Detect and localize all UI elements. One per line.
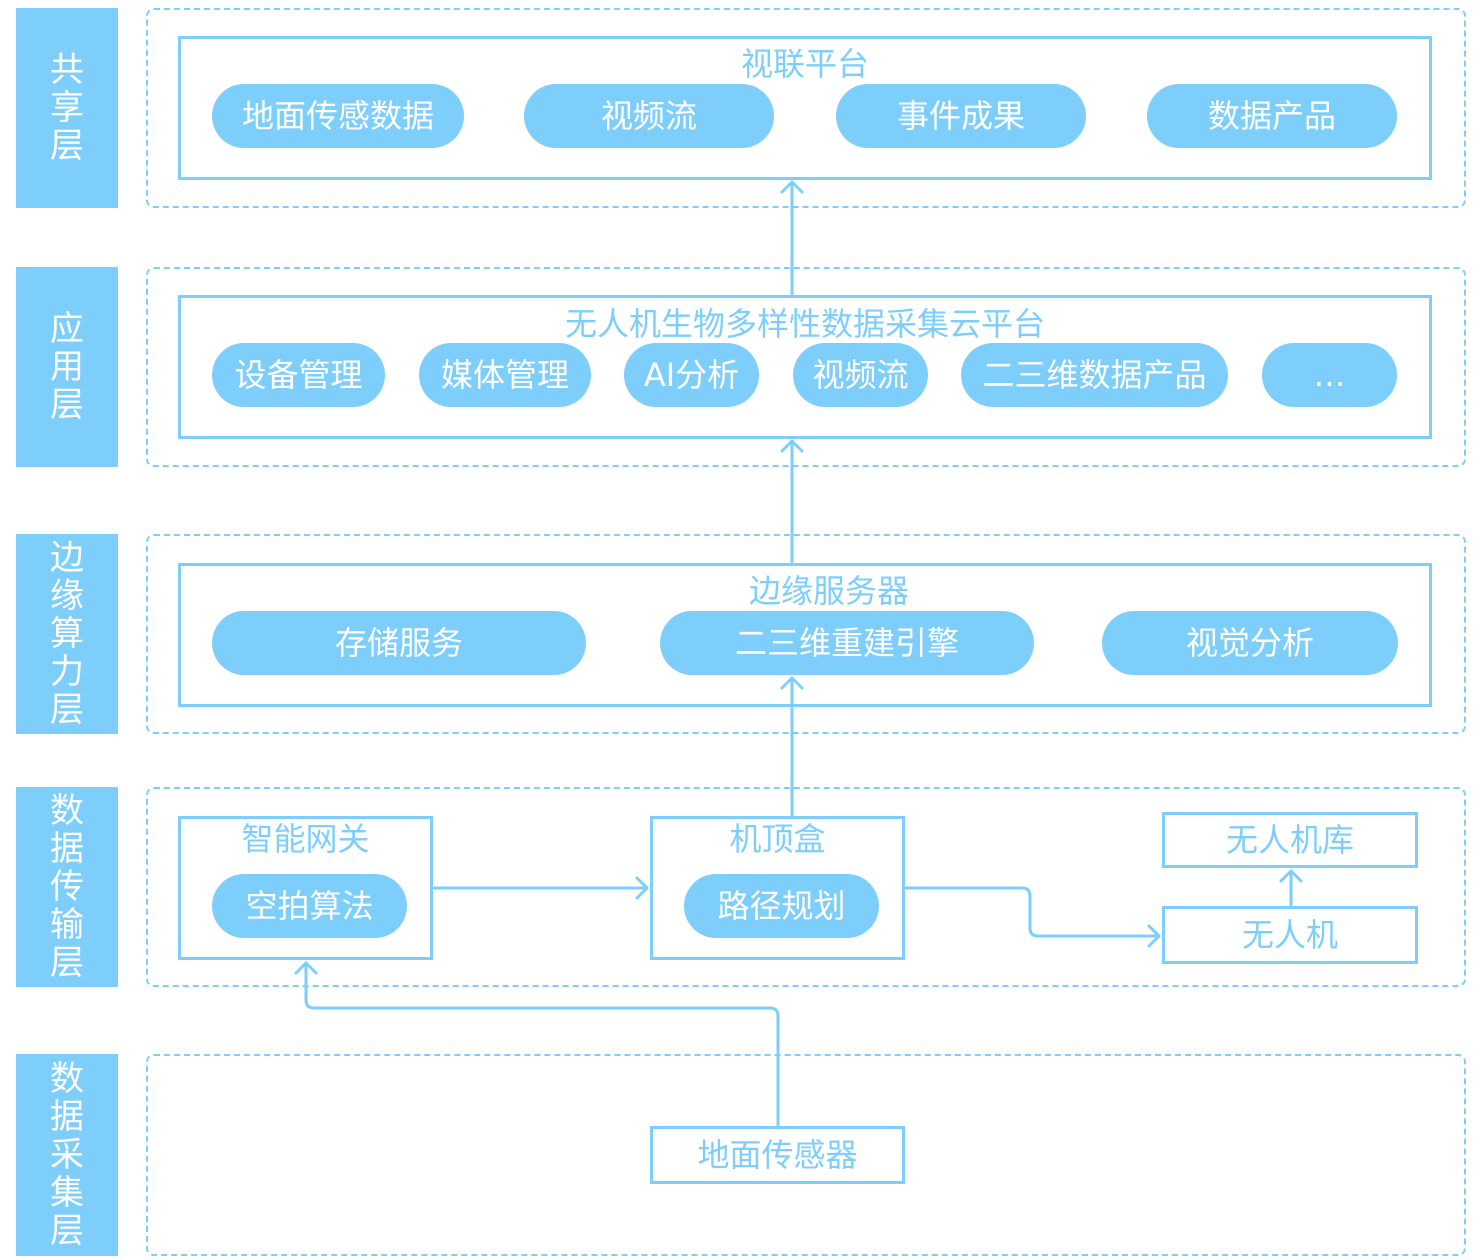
arrowhead-edge-to-app [780,439,804,453]
app-item-2d3d-products: 二三维数据产品 [961,343,1228,407]
share-item-event-results: 事件成果 [836,84,1086,148]
app-platform-title-text: 无人机生物多样性数据采集云平台 [564,305,1045,343]
app-item-video-stream: 视频流 [793,343,928,407]
arrow-stb-to-drone [904,886,1161,938]
stb-title: 机顶盒 [729,820,826,858]
edge-item-reconstruction-engine: 二三维重建引擎 [660,611,1034,675]
app-item-media-management: 媒体管理 [419,343,591,407]
arrowhead-stb-to-edge [780,676,804,690]
arrowhead-drone-to-hangar [1279,869,1303,883]
arrowhead-gateway-to-stb [635,876,649,900]
arrow-sensor-to-gateway [304,961,780,1127]
stb-item-path-planning: 路径规划 [684,874,879,938]
ground-sensor-label: 地面传感器 [697,1136,858,1174]
layer-label-transmission: 数据传输层 [16,787,118,987]
layer-container-collection [146,1054,1466,1256]
drone-box: 无人机 [1162,906,1418,964]
layer-container-transmission [146,787,1466,987]
edge-server-title: 边缘服务器 [748,572,909,610]
app-item-ai-analysis: AI分析 [624,343,759,407]
layer-label-application: 应用层 [16,267,118,467]
app-item-more: … [1262,343,1397,407]
app-platform-title: 无人机生物多样性数据采集云平台 [178,306,1432,342]
app-item-device-management: 设备管理 [212,343,385,407]
share-platform-title: 视联平台 [740,45,869,83]
arrowhead-sensor-to-gateway [294,961,318,975]
layer-label-collection: 数据采集层 [16,1054,118,1256]
gateway-title: 智能网关 [241,820,370,858]
ground-sensor-box: 地面传感器 [650,1126,905,1184]
layer-label-share: 共享层 [16,8,118,208]
layer-label-edge: 边缘算力层 [16,534,118,734]
drone-hangar-label: 无人机库 [1225,821,1354,859]
arrowhead-stb-to-drone [1147,924,1161,948]
layer-container-share [146,8,1466,208]
drone-hangar-box: 无人机库 [1162,812,1418,868]
share-item-video-stream: 视频流 [524,84,774,148]
layer-container-edge [146,534,1466,734]
drone-label: 无人机 [1241,916,1338,954]
share-item-ground-sensor-data: 地面传感数据 [212,84,464,148]
arrowhead-app-to-share [780,180,804,194]
gateway-item-aerial-algorithm: 空拍算法 [212,874,407,938]
edge-item-storage: 存储服务 [212,611,586,675]
layer-container-application [146,267,1466,467]
share-item-data-products: 数据产品 [1147,84,1397,148]
edge-item-visual-analysis: 视觉分析 [1102,611,1398,675]
